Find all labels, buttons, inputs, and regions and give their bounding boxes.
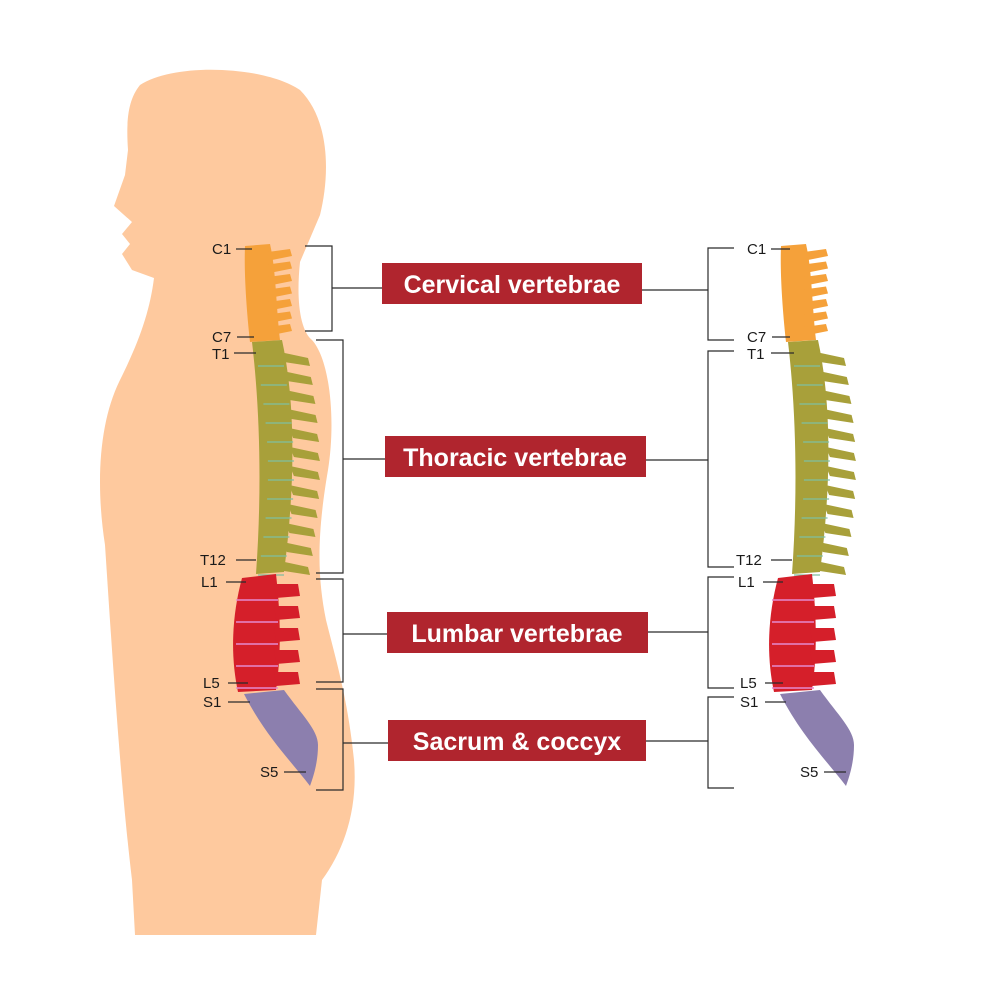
right-spine-thoracic-process <box>821 523 852 537</box>
left-tick-c1: C1 <box>212 241 231 258</box>
left-spine-thoracic-process <box>289 447 320 461</box>
right-tick-labels: C1 C7 T1 T12 L1 L5 S1 S5 <box>736 241 846 781</box>
left-spine-thoracic-process <box>287 409 318 423</box>
left-tick-l5: L5 <box>203 675 220 692</box>
right-spine-thoracic-body <box>788 340 829 574</box>
right-tick-c7: C7 <box>747 329 766 346</box>
label-cervical: Cervical vertebrae <box>382 263 642 304</box>
left-tick-s5: S5 <box>260 764 278 781</box>
bracket-right-thoracic <box>646 350 734 568</box>
bracket-left-sacrum <box>316 688 388 791</box>
right-spine-sacrum <box>780 690 854 786</box>
right-spine-thoracic-process <box>823 504 854 518</box>
right-tick-c1: C1 <box>747 241 766 258</box>
right-spine-thoracic-process <box>823 409 854 423</box>
right-spine-thoracic-process <box>825 466 856 480</box>
left-spine-cervical-process <box>268 274 292 285</box>
left-tick-l1: L1 <box>201 574 218 591</box>
label-lumbar: Lumbar vertebrae <box>387 612 648 653</box>
left-spine-thoracic-process <box>289 428 320 442</box>
left-spine-lumbar-process <box>274 584 300 598</box>
left-tick-t12: T12 <box>200 552 226 569</box>
left-spine-lumbar-process <box>274 672 300 686</box>
right-spine-thoracic-process <box>825 485 856 499</box>
right-tick-s5: S5 <box>800 764 818 781</box>
right-spine-lumbar-process <box>810 672 836 686</box>
left-tick-s1: S1 <box>203 694 221 711</box>
bracket-left-thoracic <box>316 339 386 574</box>
left-spine-thoracic-process <box>287 504 318 518</box>
bracket-right-sacrum <box>646 696 734 789</box>
label-thoracic-text: Thoracic vertebrae <box>403 444 627 472</box>
right-spine-cervical-process <box>804 311 828 323</box>
left-spine-cervical-process <box>268 311 292 323</box>
right-tick-l1: L1 <box>738 574 755 591</box>
right-tick-l5: L5 <box>740 675 757 692</box>
right-spine-cervical-process <box>804 286 828 298</box>
label-sacrum-text: Sacrum & coccyx <box>413 728 622 756</box>
label-sacrum-bg <box>388 720 646 761</box>
left-spine-thoracic-process <box>282 542 313 556</box>
left-spine-cervical-process <box>268 286 292 298</box>
right-spine-thoracic-process <box>816 561 846 575</box>
right-brackets <box>642 247 734 789</box>
right-spine-cervical-process <box>804 274 828 285</box>
right-spine-cervical-process <box>804 299 828 310</box>
right-tick-t1: T1 <box>747 346 765 363</box>
right-spine-thoracic-process <box>825 428 856 442</box>
left-spine-thoracic-body <box>252 340 293 574</box>
right-spine-thoracic-process <box>818 371 849 385</box>
left-spine-thoracic-process <box>289 485 320 499</box>
left-spine-lumbar-process <box>274 606 300 620</box>
left-spine-cervical-process <box>268 249 292 260</box>
label-lumbar-text: Lumbar vertebrae <box>411 620 622 648</box>
left-spine-thoracic-process <box>285 390 316 404</box>
right-spine-lumbar-process <box>810 606 836 620</box>
right-tick-t12: T12 <box>736 552 762 569</box>
left-spine-lumbar-process <box>274 628 300 642</box>
right-spine-cervical-process <box>804 324 828 335</box>
right-spine <box>769 244 856 786</box>
left-tick-c7: C7 <box>212 329 231 346</box>
right-spine-cervical-process <box>804 261 828 273</box>
left-spine-cervical-process <box>268 261 292 273</box>
left-spine-sacrum <box>244 690 318 786</box>
left-spine-cervical-process <box>268 324 292 335</box>
right-spine-thoracic-process <box>816 352 846 366</box>
label-thoracic: Thoracic vertebrae <box>385 436 646 477</box>
right-spine-lumbar-process <box>810 584 836 598</box>
left-spine-thoracic-process <box>282 371 313 385</box>
label-cervical-text: Cervical vertebrae <box>404 271 621 299</box>
left-tick-t1: T1 <box>212 346 230 363</box>
right-spine-lumbar-process <box>810 628 836 642</box>
bracket-right-lumbar <box>648 576 734 689</box>
label-cervical-bg <box>382 263 642 304</box>
body-silhouette <box>100 69 355 936</box>
label-thoracic-bg <box>385 436 646 477</box>
left-tick-labels: C1 C7 T1 T12 L1 L5 S1 S5 <box>200 241 306 781</box>
left-spine <box>233 244 320 786</box>
label-sacrum: Sacrum & coccyx <box>388 720 646 761</box>
bracket-right-cervical <box>642 247 734 341</box>
left-spine-thoracic-process <box>285 523 316 537</box>
right-spine-cervical-process <box>804 249 828 260</box>
left-spine-thoracic-process <box>280 561 310 575</box>
right-spine-thoracic-process <box>825 447 856 461</box>
left-spine-thoracic-process <box>280 352 310 366</box>
right-tick-s1: S1 <box>740 694 758 711</box>
left-spine-thoracic-process <box>289 466 320 480</box>
bracket-left-cervical <box>305 245 383 332</box>
label-lumbar-bg <box>387 612 648 653</box>
right-spine-thoracic-process <box>821 390 852 404</box>
left-spine-lumbar-body <box>233 574 280 692</box>
right-spine-thoracic-process <box>818 542 849 556</box>
left-spine-cervical-process <box>268 299 292 310</box>
bracket-left-lumbar <box>316 578 387 683</box>
left-brackets <box>305 245 388 791</box>
right-spine-lumbar-process <box>810 650 836 664</box>
right-spine-lumbar-body <box>769 574 816 692</box>
left-spine-lumbar-process <box>274 650 300 664</box>
